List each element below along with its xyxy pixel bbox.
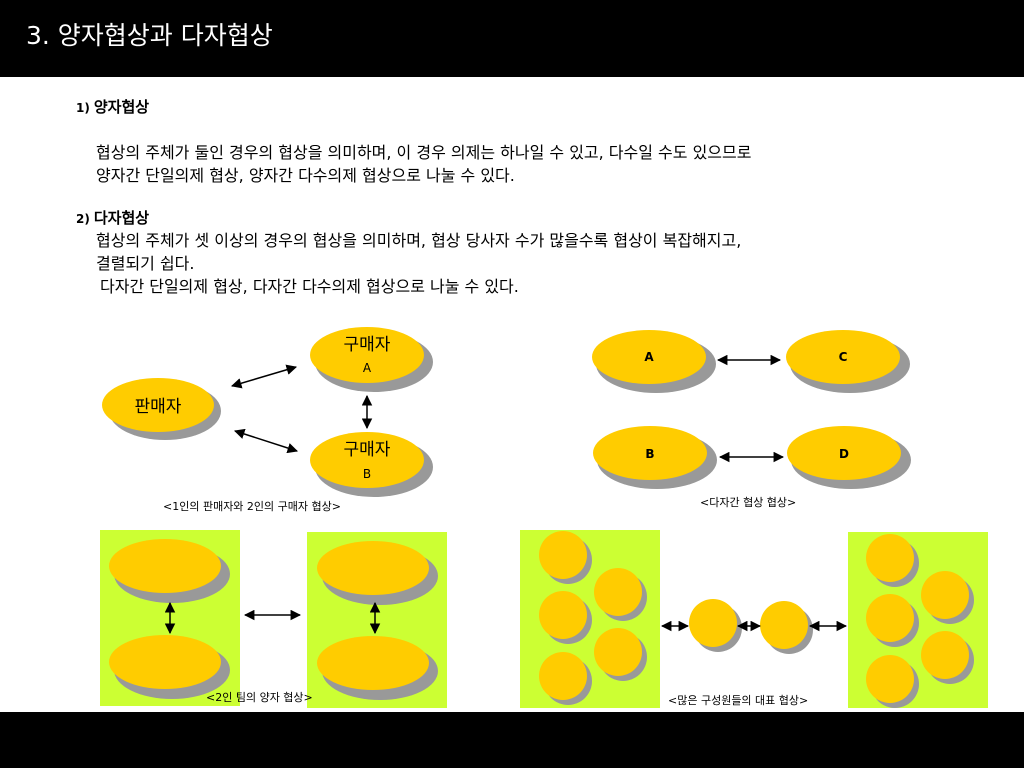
- arrow-seller-buyer-b: [234, 428, 298, 454]
- section1-heading: 1)양자협상: [76, 96, 149, 117]
- caption-representative: <많은 구성원들의 대표 협상>: [668, 694, 809, 707]
- party-d-ellipse: [787, 426, 901, 480]
- buyer-b-label: 구매자: [344, 440, 391, 460]
- team-left-top-ellipse: [109, 539, 221, 593]
- buyer-b-letter: B: [363, 467, 371, 481]
- section2-line: 다자간 단일의제 협상, 다자간 다수의제 협상으로 나눌 수 있다.: [100, 277, 519, 296]
- section1-line: 양자간 단일의제 협상, 양자간 다수의제 협상으로 나눌 수 있다.: [96, 166, 515, 185]
- member-circle: [921, 631, 969, 679]
- diagram-seller-buyers: 판매자 구매자 A 구매자 B: [102, 327, 433, 497]
- section2-number: 2): [76, 212, 90, 226]
- buyer-a-letter: A: [363, 361, 372, 375]
- team-left-bottom-ellipse: [109, 635, 221, 689]
- seller-label: 판매자: [135, 397, 182, 417]
- party-a-label: A: [644, 350, 654, 364]
- representative-left-circle: [689, 599, 737, 647]
- team-right-bottom-ellipse: [317, 636, 429, 690]
- seller-ellipse: [102, 378, 214, 432]
- party-c-ellipse: [786, 330, 900, 384]
- section1-text: 협상의 주체가 둘인 경우의 협상을 의미하며, 이 경우 의제는 하나일 수 …: [96, 141, 751, 187]
- member-circle: [539, 531, 587, 579]
- buyer-a-ellipse: [310, 327, 424, 383]
- member-circle: [594, 568, 642, 616]
- diagram-team-bilateral: [100, 530, 447, 708]
- section2-title: 다자협상: [93, 209, 150, 227]
- member-circle: [866, 655, 914, 703]
- member-circle: [866, 594, 914, 642]
- party-a-ellipse: [592, 330, 706, 384]
- member-circle: [866, 534, 914, 582]
- title-bar: [0, 0, 1024, 77]
- section1-line: 협상의 주체가 둘인 경우의 협상을 의미하며, 이 경우 의제는 하나일 수 …: [96, 143, 752, 162]
- representative-right-circle: [760, 601, 808, 649]
- caption-seller-buyers: <1인의 판매자와 2인의 구매자 협상>: [163, 500, 341, 513]
- slide-title: 3. 양자협상과 다자협상: [26, 21, 273, 50]
- section2-heading: 2)다자협상: [76, 207, 149, 228]
- member-circle: [539, 591, 587, 639]
- diagram-multilateral: A C B D: [592, 330, 911, 489]
- member-circle: [539, 652, 587, 700]
- team-right-top-ellipse: [317, 541, 429, 595]
- section1-title: 양자협상: [93, 98, 150, 116]
- party-b-ellipse: [593, 426, 707, 480]
- party-b-label: B: [645, 447, 654, 461]
- section1-number: 1): [76, 101, 90, 115]
- buyer-b-ellipse: [310, 432, 424, 488]
- arrow-seller-buyer-a: [230, 364, 298, 389]
- caption-multilateral: <다자간 협상 협상>: [700, 496, 797, 509]
- buyer-a-label: 구매자: [344, 335, 391, 355]
- footer-bar: [0, 712, 1024, 768]
- member-circle: [921, 571, 969, 619]
- party-d-label: D: [839, 447, 849, 461]
- section2-line: 협상의 주체가 셋 이상의 경우의 협상을 의미하며, 협상 당사자 수가 많을…: [96, 231, 742, 250]
- caption-team-bilateral: <2인 팀의 양자 협상>: [206, 691, 313, 704]
- diagram-representative: [520, 530, 988, 708]
- member-circle: [594, 628, 642, 676]
- section2-text: 협상의 주체가 셋 이상의 경우의 협상을 의미하며, 협상 당사자 수가 많을…: [96, 229, 741, 298]
- section2-line: 결렬되기 쉽다.: [96, 254, 195, 273]
- party-c-label: C: [839, 350, 848, 364]
